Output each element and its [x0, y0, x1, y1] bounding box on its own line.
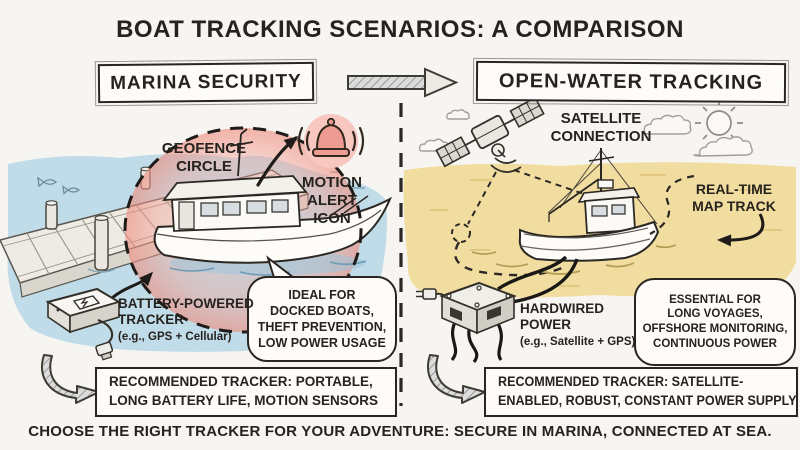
comparison-arrow-icon — [347, 67, 459, 98]
satellite-icon — [435, 96, 545, 173]
recommendation-box-left: RECOMMENDED TRACKER: PORTABLE, LONG BATT… — [95, 367, 397, 417]
geofence-label: GEOFENCE CIRCLE — [161, 140, 247, 175]
curved-arrow-right — [427, 354, 486, 404]
power-cables — [497, 255, 579, 304]
alert-arrow — [256, 136, 299, 187]
motion-alert-icon — [297, 114, 365, 168]
recommendation-box-right: RECOMMENDED TRACKER: SATELLITE- ENABLED,… — [484, 367, 798, 417]
panel-header-marina: MARINA SECURITY — [94, 58, 318, 107]
panel-header-open-water: OPEN-WATER TRACKING — [472, 57, 790, 107]
motion-alert-label: MOTION ALERT ICON — [302, 174, 362, 227]
hardwired-tracker-icon — [416, 281, 517, 363]
map-track-lines — [649, 174, 765, 247]
battery-tracker-label: BATTERY-POWERED TRACKER — [118, 296, 254, 328]
hardwired-power-label: HARDWIRED POWER — [520, 301, 604, 333]
fish-icons — [37, 176, 81, 195]
cloud-icons — [418, 109, 753, 157]
battery-tracker-icon — [45, 271, 154, 361]
map-track-label: REAL-TIME MAP TRACK — [692, 181, 776, 214]
boat-marina — [153, 128, 393, 276]
page-title: BOAT TRACKING SCENARIOS: A COMPARISON — [116, 16, 684, 43]
hardwired-power-sublabel: (e.g., Satellite + GPS) — [520, 336, 636, 348]
recommendation-text-left: RECOMMENDED TRACKER: PORTABLE, LONG BATT… — [109, 374, 379, 408]
recommendation-text-right: RECOMMENDED TRACKER: SATELLITE- ENABLED,… — [498, 374, 797, 408]
essential-for-bubble: ESSENTIAL FOR LONG VOYAGES, OFFSHORE MON… — [634, 278, 796, 366]
battery-tracker-sublabel: (e.g., GPS + Cellular) — [118, 331, 232, 343]
ideal-for-bubble: IDEAL FOR DOCKED BOATS, THEFT PREVENTION… — [247, 276, 397, 362]
boat-open-water — [471, 148, 677, 275]
geofence-dashed-border — [123, 126, 363, 334]
curved-arrow-left — [41, 354, 100, 404]
footer-tagline: CHOOSE THE RIGHT TRACKER FOR YOUR ADVENT… — [28, 423, 772, 440]
satellite-label: SATELLITE CONNECTION — [550, 110, 652, 145]
